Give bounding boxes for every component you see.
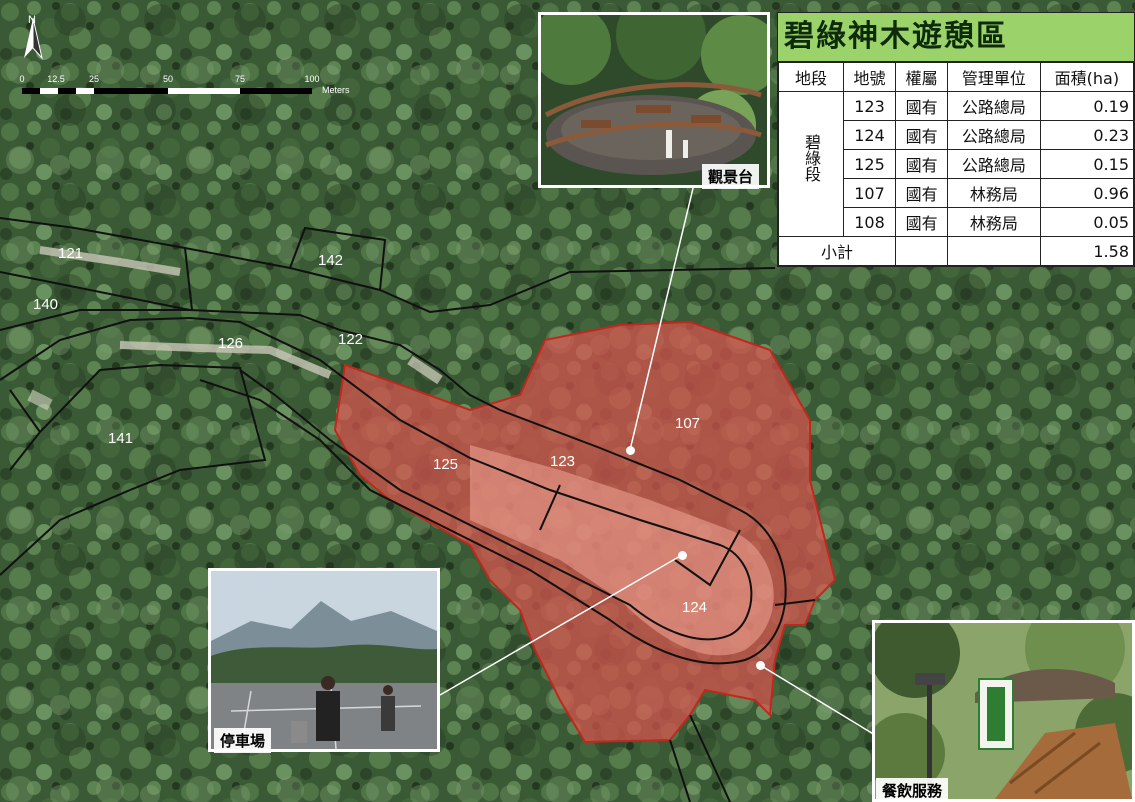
lot-cell: 124 bbox=[842, 120, 897, 150]
header-agency: 管理單位 bbox=[947, 62, 1041, 92]
lot-cell: 107 bbox=[842, 178, 897, 208]
parcel-label-140: 140 bbox=[33, 296, 58, 313]
area-cell: 0.19 bbox=[1039, 91, 1135, 121]
lot-cell: 108 bbox=[842, 207, 897, 237]
parcel-label-141: 141 bbox=[108, 430, 133, 447]
table-row: 碧綠段 123 國有 公路總局 0.19 bbox=[778, 91, 1135, 237]
ownership-cell: 國有 bbox=[895, 207, 949, 237]
caption-observation-deck: 觀景台 bbox=[702, 164, 760, 189]
parcel-label-126: 126 bbox=[218, 335, 243, 352]
observation-deck-image bbox=[541, 15, 767, 185]
parcel-label-122: 122 bbox=[338, 331, 363, 348]
parcel-label-124: 124 bbox=[682, 599, 707, 616]
land-info-table: 碧綠神木遊憩區 地段 地號 權屬 管理單位 面積(ha) 碧綠段 123 國有 … bbox=[777, 12, 1135, 267]
scale-tick-0: 0 bbox=[19, 74, 25, 84]
table-row: 124 國有 公路總局 0.23 bbox=[779, 120, 1135, 150]
scale-tick-12-5: 12.5 bbox=[47, 74, 65, 84]
scale-tick-50: 50 bbox=[162, 74, 174, 84]
subtotal-value: 1.58 bbox=[1039, 236, 1135, 266]
subtotal-empty bbox=[895, 236, 949, 266]
scale-tick-100: 100 bbox=[304, 74, 320, 84]
area-cell: 0.05 bbox=[1039, 207, 1135, 237]
lot-cell: 125 bbox=[842, 149, 897, 179]
lot-cell: 123 bbox=[842, 91, 897, 121]
scale-segment bbox=[58, 88, 76, 94]
photo-observation-deck bbox=[538, 12, 770, 188]
parking-lot-image bbox=[211, 571, 437, 749]
scale-segment bbox=[76, 88, 94, 94]
agency-cell: 公路總局 bbox=[947, 91, 1041, 121]
agency-cell: 公路總局 bbox=[947, 149, 1041, 179]
ownership-cell: 國有 bbox=[895, 120, 949, 150]
parcel-label-123: 123 bbox=[550, 453, 575, 470]
area-cell: 0.15 bbox=[1039, 149, 1135, 179]
section-cell: 碧綠段 bbox=[778, 91, 844, 237]
pin-dining bbox=[756, 661, 765, 670]
caption-dining: 餐飲服務 bbox=[876, 778, 949, 802]
scale-unit: Meters bbox=[322, 85, 350, 95]
pin-observation-deck bbox=[626, 446, 635, 455]
caption-parking-lot: 停車場 bbox=[214, 728, 272, 753]
parcel-label-125: 125 bbox=[433, 456, 458, 473]
scale-bar: 0 12.5 25 50 75 100 Meters bbox=[19, 74, 349, 104]
header-area: 面積(ha) bbox=[1039, 62, 1135, 92]
photo-dining bbox=[872, 620, 1135, 802]
area-cell: 0.96 bbox=[1039, 178, 1135, 208]
agency-cell: 林務局 bbox=[947, 207, 1041, 237]
header-section: 地段 bbox=[778, 62, 844, 92]
road-side bbox=[407, 355, 443, 385]
parcel-label-107: 107 bbox=[675, 415, 700, 432]
photo-parking-lot bbox=[208, 568, 440, 752]
scale-tick-75: 75 bbox=[234, 74, 246, 84]
pin-parking-lot bbox=[678, 551, 687, 560]
parcel-label-142: 142 bbox=[318, 252, 343, 269]
section-name: 碧綠段 bbox=[802, 134, 821, 182]
scale-segment bbox=[22, 88, 40, 94]
road-upper bbox=[39, 246, 332, 379]
agency-cell: 林務局 bbox=[947, 178, 1041, 208]
scale-segment bbox=[94, 88, 168, 94]
scale-segment bbox=[168, 88, 240, 94]
table-title: 碧綠神木遊憩區 bbox=[778, 13, 1134, 62]
ownership-cell: 國有 bbox=[895, 149, 949, 179]
header-ownership: 權屬 bbox=[895, 62, 949, 92]
leader-observation-deck bbox=[629, 179, 696, 451]
subtotal-empty bbox=[947, 236, 1041, 266]
dining-image bbox=[875, 623, 1132, 799]
road-loop bbox=[470, 445, 774, 656]
scale-segment bbox=[240, 88, 312, 94]
subtotal-label: 小計 bbox=[777, 236, 897, 266]
north-arrow-icon bbox=[24, 17, 43, 60]
header-lot: 地號 bbox=[842, 62, 897, 92]
table-header-row: 地段 地號 權屬 管理單位 面積(ha) bbox=[778, 62, 1135, 92]
leader-dining bbox=[759, 664, 876, 736]
north-label: N bbox=[28, 14, 36, 26]
scale-segment bbox=[40, 88, 58, 94]
parcel-label-121: 121 bbox=[58, 245, 83, 262]
area-cell: 0.23 bbox=[1039, 120, 1135, 150]
road-left bbox=[27, 389, 53, 411]
ownership-cell: 國有 bbox=[895, 178, 949, 208]
ownership-cell: 國有 bbox=[895, 91, 949, 121]
land-table: 地段 地號 權屬 管理單位 面積(ha) 碧綠段 123 國有 公路總局 0.1… bbox=[777, 62, 1135, 266]
scale-tick-25: 25 bbox=[88, 74, 100, 84]
leader-parking-lot bbox=[439, 554, 683, 696]
parcel-boundaries bbox=[0, 217, 816, 802]
subtotal-row: 小計 1.58 bbox=[777, 236, 1135, 266]
agency-cell: 公路總局 bbox=[947, 120, 1041, 150]
